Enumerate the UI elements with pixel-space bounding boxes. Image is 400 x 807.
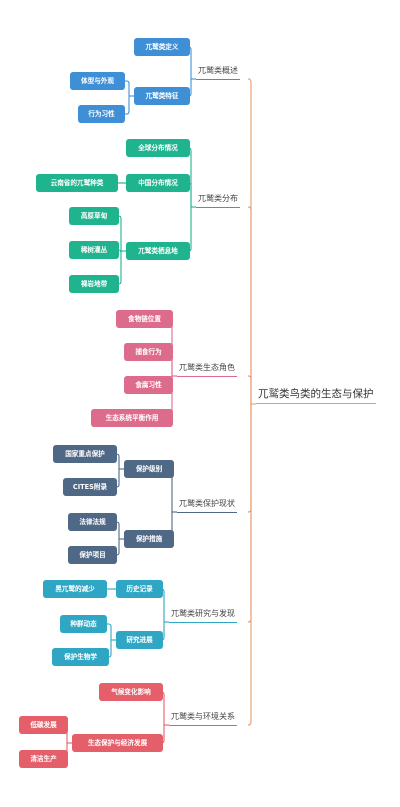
category-topic[interactable]: 兀鹫类概述 <box>196 64 240 80</box>
leaf-topic[interactable]: 保护项目 <box>68 546 117 564</box>
sub-topic[interactable]: 捕食行为 <box>124 343 173 361</box>
sub-topic[interactable]: 保护级别 <box>124 460 174 478</box>
leaf-topic[interactable]: 稀树灌丛 <box>69 241 119 259</box>
sub-topic[interactable]: 食物链位置 <box>116 310 173 328</box>
connector-line <box>247 375 256 405</box>
sub-topic[interactable]: 中国分布情况 <box>126 174 190 192</box>
leaf-topic[interactable]: 保护生物学 <box>52 648 109 666</box>
connector-line <box>247 403 256 513</box>
category-topic[interactable]: 兀鹫类保护现状 <box>177 497 237 513</box>
category-topic[interactable]: 兀鹫类研究与发现 <box>169 607 237 623</box>
sub-topic[interactable]: 食腐习性 <box>124 376 173 394</box>
category-topic[interactable]: 兀鹫类生态角色 <box>177 361 237 377</box>
leaf-topic[interactable]: 法律法规 <box>68 513 117 531</box>
leaf-topic[interactable]: 国家重点保护 <box>53 445 117 463</box>
leaf-topic[interactable]: 清洁生产 <box>19 750 68 768</box>
category-topic[interactable]: 兀鹫类与环境关系 <box>169 710 237 726</box>
sub-topic[interactable]: 兀鹫类特征 <box>134 87 190 105</box>
leaf-topic[interactable]: 体型与外观 <box>70 72 125 90</box>
root-topic[interactable]: 兀鹫类鸟类的生态与保护 <box>256 386 376 404</box>
leaf-topic[interactable]: 黑兀鹫的减少 <box>43 580 107 598</box>
sub-topic[interactable]: 生态系统平衡作用 <box>91 409 173 427</box>
sub-topic[interactable]: 生态保护与经济发展 <box>72 734 163 752</box>
leaf-topic[interactable]: 低碳发展 <box>19 716 68 734</box>
connector-line <box>247 403 256 623</box>
category-topic[interactable]: 兀鹫类分布 <box>196 192 240 208</box>
sub-topic[interactable]: 气候变化影响 <box>99 683 163 701</box>
sub-topic[interactable]: 全球分布情况 <box>126 139 190 157</box>
leaf-topic[interactable]: 裸岩地带 <box>69 275 119 293</box>
leaf-topic[interactable]: CITES附录 <box>63 478 117 496</box>
sub-topic[interactable]: 研究进展 <box>116 631 163 649</box>
leaf-topic[interactable]: 行为习性 <box>78 105 125 123</box>
connector-line <box>125 96 130 115</box>
connector-line <box>125 80 130 96</box>
connector-line <box>247 206 256 405</box>
sub-topic[interactable]: 历史记录 <box>116 580 163 598</box>
connector-line <box>247 403 256 726</box>
connector-line <box>108 623 112 640</box>
sub-topic[interactable]: 保护措施 <box>124 530 174 548</box>
leaf-topic[interactable]: 高原草甸 <box>69 207 119 225</box>
connector-line <box>247 78 256 405</box>
sub-topic[interactable]: 兀鹫类栖息地 <box>126 242 190 260</box>
leaf-topic[interactable]: 种群动态 <box>60 615 107 633</box>
sub-topic[interactable]: 兀鹫类定义 <box>134 38 190 56</box>
leaf-topic[interactable]: 云南省的兀鹫种类 <box>36 174 118 192</box>
